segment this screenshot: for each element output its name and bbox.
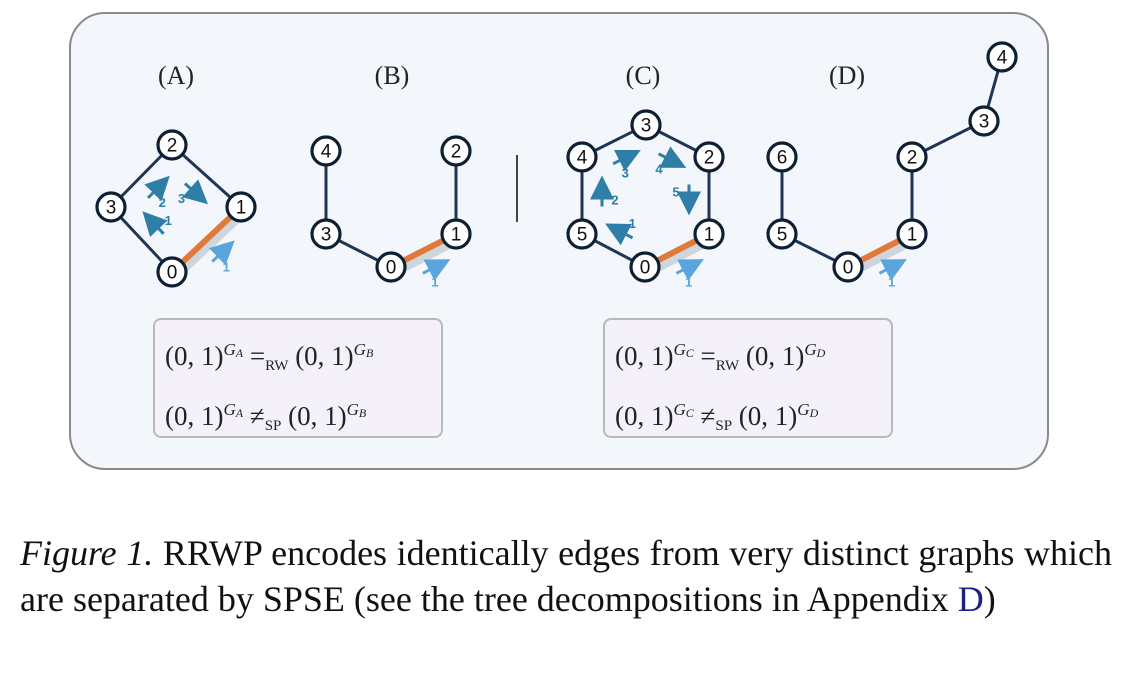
equation-sp-cd: (0, 1)GC ≠SP (0, 1)GD: [615, 400, 819, 434]
graph-node: 3: [630, 109, 662, 141]
graph-node: 1: [225, 191, 257, 223]
graph-node: 3: [968, 105, 1000, 137]
walk-step-label: 5: [672, 185, 679, 200]
graph-node: 5: [566, 218, 598, 250]
walk-step-arrow-icon: [209, 240, 235, 266]
graph-node: 1: [896, 218, 928, 250]
walk-step-label: 1: [629, 216, 636, 231]
walk-step-arrow-icon: [605, 223, 634, 246]
appendix-reference-link[interactable]: D: [957, 579, 984, 619]
svg-text:2: 2: [907, 148, 918, 169]
walk-step-arrow-icon: [675, 259, 704, 281]
graph-node: 0: [832, 251, 864, 283]
equation-rw-ab: (0, 1)GA =RW (0, 1)GB: [165, 340, 374, 374]
svg-text:4: 4: [321, 142, 332, 163]
svg-text:5: 5: [577, 225, 588, 246]
walk-step-arrow-icon: [142, 211, 168, 237]
graph-b: 1 0 1 2 3 4: [310, 135, 472, 290]
graph-node: 1: [693, 218, 725, 250]
svg-text:1: 1: [704, 225, 715, 246]
walk-step-label: 4: [655, 162, 663, 177]
svg-text:3: 3: [106, 198, 117, 219]
graph-d: 1 0 1 2 3 4 5 6: [766, 41, 1018, 290]
walk-step-arrow-icon: [182, 179, 209, 205]
svg-text:2: 2: [167, 136, 178, 157]
graph-node: 0: [375, 251, 407, 283]
caption-text: RRWP encodes identically edges from very…: [20, 533, 1112, 619]
graph-node: 0: [629, 251, 661, 283]
graph-node: 4: [986, 41, 1018, 73]
svg-text:5: 5: [777, 225, 788, 246]
walk-step-arrow-icon: [144, 175, 170, 202]
equation-rw-cd: (0, 1)GC =RW (0, 1)GD: [615, 340, 826, 374]
svg-text:0: 0: [843, 258, 854, 279]
equation-box-ab: (0, 1)GA =RW (0, 1)GB (0, 1)GA ≠SP (0, 1…: [153, 318, 443, 438]
graph-node: 5: [766, 218, 798, 250]
svg-text:2: 2: [451, 142, 462, 163]
svg-text:3: 3: [641, 116, 652, 137]
walk-step-arrow-icon: [657, 146, 687, 168]
svg-text:0: 0: [167, 263, 178, 284]
figure-caption: Figure 1. RRWP encodes identically edges…: [20, 530, 1112, 622]
equation-sp-ab: (0, 1)GA ≠SP (0, 1)GB: [165, 400, 367, 434]
graph-node: 4: [310, 135, 342, 167]
walk-step-label: 1: [165, 213, 172, 228]
walk-step-label: 1: [431, 275, 438, 290]
svg-text:1: 1: [236, 198, 247, 219]
graph-node: 3: [95, 191, 127, 223]
graph-node: 2: [896, 141, 928, 173]
walk-step-label: 2: [611, 193, 618, 208]
svg-text:2: 2: [704, 148, 715, 169]
panel-label-b: (B): [375, 61, 410, 90]
svg-text:0: 0: [640, 258, 651, 279]
walk-step-label: 3: [622, 165, 629, 180]
graph-node: 2: [693, 141, 725, 173]
svg-text:3: 3: [321, 225, 332, 246]
graph-node: 1: [440, 218, 472, 250]
panel-label-a: (A): [158, 61, 194, 90]
svg-text:4: 4: [577, 148, 588, 169]
panel-label-c: (C): [626, 61, 661, 90]
highlighted-edge: [169, 204, 244, 275]
graph-node: 2: [156, 129, 188, 161]
graph-node: 2: [440, 135, 472, 167]
graph-node: 6: [766, 141, 798, 173]
svg-text:3: 3: [979, 112, 990, 133]
svg-text:4: 4: [997, 48, 1008, 69]
caption-text-end: ): [983, 579, 996, 619]
svg-text:6: 6: [777, 148, 788, 169]
figure-label: Figure 1.: [20, 533, 154, 573]
graph-node: 4: [566, 141, 598, 173]
walk-step-label: 1: [888, 275, 895, 290]
svg-text:0: 0: [386, 258, 397, 279]
graph-node: 3: [310, 218, 342, 250]
svg-text:1: 1: [451, 225, 462, 246]
walk-step-label: 1: [685, 275, 692, 290]
walk-step-arrow-icon: [422, 259, 451, 281]
walk-step-arrow-icon: [878, 259, 907, 281]
walk-step-label: 2: [159, 195, 166, 210]
svg-text:1: 1: [907, 225, 918, 246]
graph-node: 0: [156, 256, 188, 288]
equation-box-cd: (0, 1)GC =RW (0, 1)GD (0, 1)GC ≠SP (0, 1…: [603, 318, 893, 438]
walk-step-label: 1: [223, 259, 230, 274]
walk-step-label: 3: [178, 191, 185, 206]
walk-step-arrow-icon: [612, 149, 641, 172]
panel-label-d: (D): [829, 61, 865, 90]
